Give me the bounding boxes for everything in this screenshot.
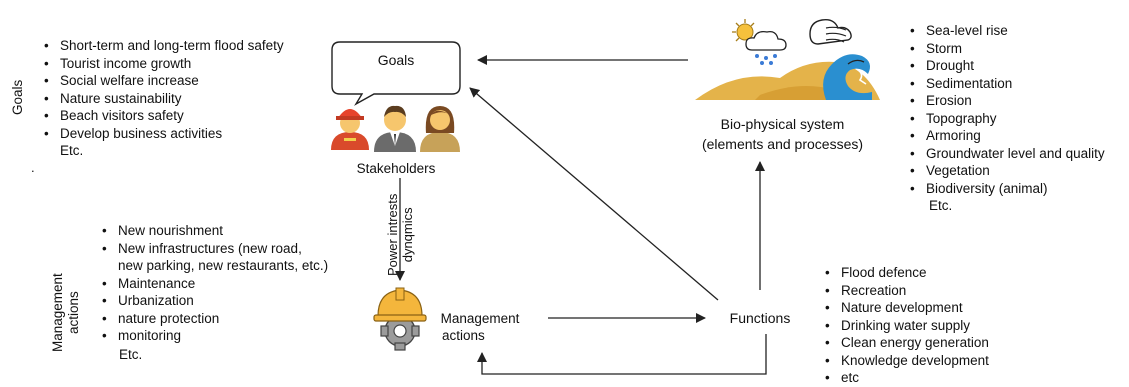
arrow-functions-to-stakeholders: [469, 87, 719, 301]
management-node-line1: Management: [440, 311, 520, 326]
businessman-person-icon: [374, 105, 416, 152]
management-list-item: New infrastructures (new road, new parki…: [100, 240, 328, 275]
biophysical-list-item: Biodiversity (animal): [908, 180, 1105, 198]
biophysical-illustration: [695, 18, 880, 100]
biophysical-list: Sea-level rise Storm Drought Sedimentati…: [908, 22, 1105, 197]
functions-list: Flood defence Recreation Nature developm…: [823, 264, 989, 387]
wind-icon: [809, 18, 852, 45]
functions-list-item: Nature development: [823, 299, 989, 317]
biophysical-list-item: Topography: [908, 110, 1105, 128]
management-list-item: New nourishment: [100, 222, 328, 240]
functions-list-item: Knowledge development: [823, 352, 989, 370]
biophysical-list-item: Storm: [908, 40, 1105, 58]
power-interests-line2: dynqmics: [400, 207, 415, 263]
functions-label: Functions: [729, 310, 791, 326]
power-interests-line1: Power intrests: [385, 193, 400, 276]
biophysical-list-item: Sedimentation: [908, 75, 1105, 93]
speech-bubble: [331, 41, 461, 106]
management-list-item: nature protection: [100, 310, 328, 328]
biophysical-list-item: Drought: [908, 57, 1105, 75]
arrow-functions-back-to-management: [477, 334, 767, 375]
stray-dot: .: [31, 160, 35, 175]
goals-list-item: Beach visitors safety: [42, 107, 284, 125]
biophysical-list-item: Erosion: [908, 92, 1105, 110]
stakeholders-label: Stakeholders: [356, 161, 436, 176]
goals-list-item: Develop business activities: [42, 125, 284, 143]
wave-icon: [823, 54, 872, 100]
biophysical-list-item: Vegetation: [908, 162, 1105, 180]
management-node-line2: actions: [442, 328, 485, 343]
functions-list-item: Flood defence: [823, 264, 989, 282]
stakeholders-icon: [331, 105, 460, 152]
functions-list-item: Clean energy generation: [823, 334, 989, 352]
management-node-label: Management actions: [428, 310, 532, 344]
diagram-graphics: [331, 18, 880, 375]
biophysical-list-item: Armoring: [908, 127, 1105, 145]
functions-list-item: etc: [823, 369, 989, 387]
goals-list-item: Short-term and long-term flood safety: [42, 37, 284, 55]
functions-list-item: Drinking water supply: [823, 317, 989, 335]
functions-list-item: Recreation: [823, 282, 989, 300]
goals-list: Short-term and long-term flood safety To…: [42, 37, 284, 142]
management-list: New nourishment New infrastructures (new…: [100, 222, 328, 345]
power-interests-label: Power intrests dynqmics: [385, 194, 415, 276]
goals-list-item: Social welfare increase: [42, 72, 284, 90]
biophysical-list-item: Groundwater level and quality: [908, 145, 1105, 163]
gear-icon: [380, 311, 420, 351]
goals-list-item: Tourist income growth: [42, 55, 284, 73]
biophysical-label: Bio-physical system (elements and proces…: [680, 114, 885, 154]
speech-bubble-label: Goals: [377, 52, 415, 68]
arrows: [395, 55, 767, 375]
management-etc: Etc.: [119, 347, 143, 362]
management-list-item: monitoring: [100, 327, 328, 345]
goals-etc: Etc.: [60, 143, 84, 158]
firefighter-person-icon: [331, 109, 369, 150]
management-list-item: Maintenance: [100, 275, 328, 293]
goals-list-item: Nature sustainability: [42, 90, 284, 108]
sun-rain-icon: [732, 19, 787, 65]
biophysical-list-item: Sea-level rise: [908, 22, 1105, 40]
biophysical-etc: Etc.: [929, 198, 953, 213]
biophysical-label-line2: (elements and processes): [701, 136, 864, 152]
helmet-gear-icon: [373, 287, 427, 351]
biophysical-label-line1: Bio-physical system: [720, 116, 845, 132]
hard-hat-icon: [373, 287, 427, 322]
management-list-item: Urbanization: [100, 292, 328, 310]
woman-person-icon: [420, 106, 460, 152]
